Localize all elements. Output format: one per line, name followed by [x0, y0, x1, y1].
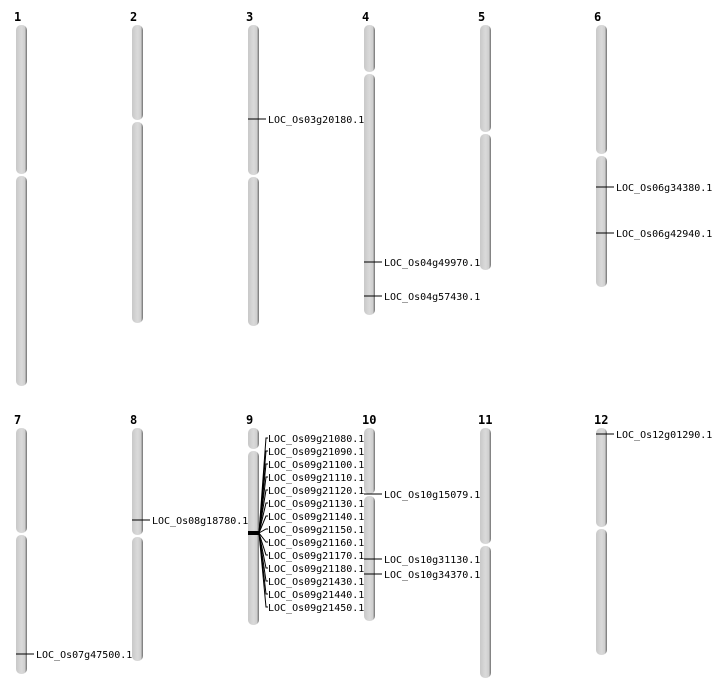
chromosome-arm-long[interactable]: [596, 156, 607, 287]
chromosome-arm-long[interactable]: [248, 451, 259, 625]
gene-label[interactable]: LOC_Os09g21140.1: [268, 512, 364, 523]
gene-connector: [258, 532, 268, 556]
chromosome-arm-short[interactable]: [16, 428, 27, 533]
chromosome-arm-short[interactable]: [248, 428, 259, 449]
gene-label[interactable]: LOC_Os06g42940.1: [616, 229, 712, 240]
chromosome-arm-long[interactable]: [132, 537, 143, 661]
gene-label[interactable]: LOC_Os03g20180.1: [268, 115, 364, 126]
chromosome-number: 3: [246, 10, 253, 24]
gene-label[interactable]: LOC_Os09g21100.1: [268, 460, 364, 471]
chromosome-number: 7: [14, 413, 21, 427]
chromosome-arm-long[interactable]: [248, 177, 259, 326]
chromosome-arm-short[interactable]: [480, 25, 491, 132]
chromosome-arm-long[interactable]: [480, 546, 491, 678]
gene-cluster-marker: [248, 531, 259, 535]
chromosome-arm-long[interactable]: [480, 134, 491, 270]
gene-label[interactable]: LOC_Os04g57430.1: [384, 292, 480, 303]
gene-connector: [258, 532, 268, 608]
gene-connector: [258, 476, 268, 534]
chromosome-arm-short[interactable]: [132, 428, 143, 535]
chromosome-arm-long[interactable]: [132, 122, 143, 323]
chromosome-number: 12: [594, 413, 608, 427]
gene-connector: [258, 502, 268, 534]
gene-label[interactable]: LOC_Os09g21130.1: [268, 499, 364, 510]
gene-label[interactable]: LOC_Os09g21110.1: [268, 473, 364, 484]
gene-label[interactable]: LOC_Os04g49970.1: [384, 258, 480, 269]
chromosome-arm-short[interactable]: [480, 428, 491, 544]
chromosome-number: 4: [362, 10, 369, 24]
gene-label[interactable]: LOC_Os07g47500.1: [36, 650, 132, 661]
gene-label[interactable]: LOC_Os10g34370.1: [384, 570, 480, 581]
gene-label[interactable]: LOC_Os12g01290.1: [616, 430, 712, 441]
gene-connector: [258, 463, 268, 534]
chromosome-arm-long[interactable]: [16, 535, 27, 674]
gene-connector: [258, 528, 268, 534]
chromosome-arm-short[interactable]: [364, 428, 375, 494]
chromosome-arm-long[interactable]: [596, 529, 607, 655]
chromosome-number: 5: [478, 10, 485, 24]
gene-label[interactable]: LOC_Os09g21080.1: [268, 434, 364, 445]
gene-label[interactable]: LOC_Os09g21150.1: [268, 525, 364, 536]
gene-label[interactable]: LOC_Os10g31130.1: [384, 555, 480, 566]
gene-label[interactable]: LOC_Os09g21440.1: [268, 590, 364, 601]
gene-connector: [258, 532, 268, 569]
chromosome-arm-short[interactable]: [364, 25, 375, 72]
chromosome-arm-long[interactable]: [364, 74, 375, 315]
gene-label[interactable]: LOC_Os08g18780.1: [152, 516, 248, 527]
chromosome-number: 1: [14, 10, 21, 24]
chromosome-arm-short[interactable]: [132, 25, 143, 120]
gene-label[interactable]: LOC_Os09g21180.1: [268, 564, 364, 575]
chromosome-number: 9: [246, 413, 253, 427]
chromosome-arm-long[interactable]: [16, 176, 27, 386]
gene-label[interactable]: LOC_Os10g15079.1: [384, 490, 480, 501]
chromosome-arm-short[interactable]: [16, 25, 27, 174]
gene-label[interactable]: LOC_Os09g21430.1: [268, 577, 364, 588]
chromosome-number: 8: [130, 413, 137, 427]
gene-label[interactable]: LOC_Os09g21170.1: [268, 551, 364, 562]
gene-label[interactable]: LOC_Os09g21450.1: [268, 603, 364, 614]
chromosome-arm-short[interactable]: [596, 428, 607, 527]
gene-label[interactable]: LOC_Os09g21160.1: [268, 538, 364, 549]
chromosome-number: 2: [130, 10, 137, 24]
chromosome-arm-short[interactable]: [248, 25, 259, 175]
chromosome-arm-short[interactable]: [596, 25, 607, 154]
gene-label[interactable]: LOC_Os06g34380.1: [616, 183, 712, 194]
gene-connector: [258, 489, 268, 534]
gene-label[interactable]: LOC_Os09g21120.1: [268, 486, 364, 497]
gene-connector: [258, 515, 268, 534]
gene-label[interactable]: LOC_Os09g21090.1: [268, 447, 364, 458]
gene-connector: [258, 532, 268, 543]
chromosome-number: 6: [594, 10, 601, 24]
chromosome-number: 11: [478, 413, 492, 427]
chromosome-number: 10: [362, 413, 376, 427]
